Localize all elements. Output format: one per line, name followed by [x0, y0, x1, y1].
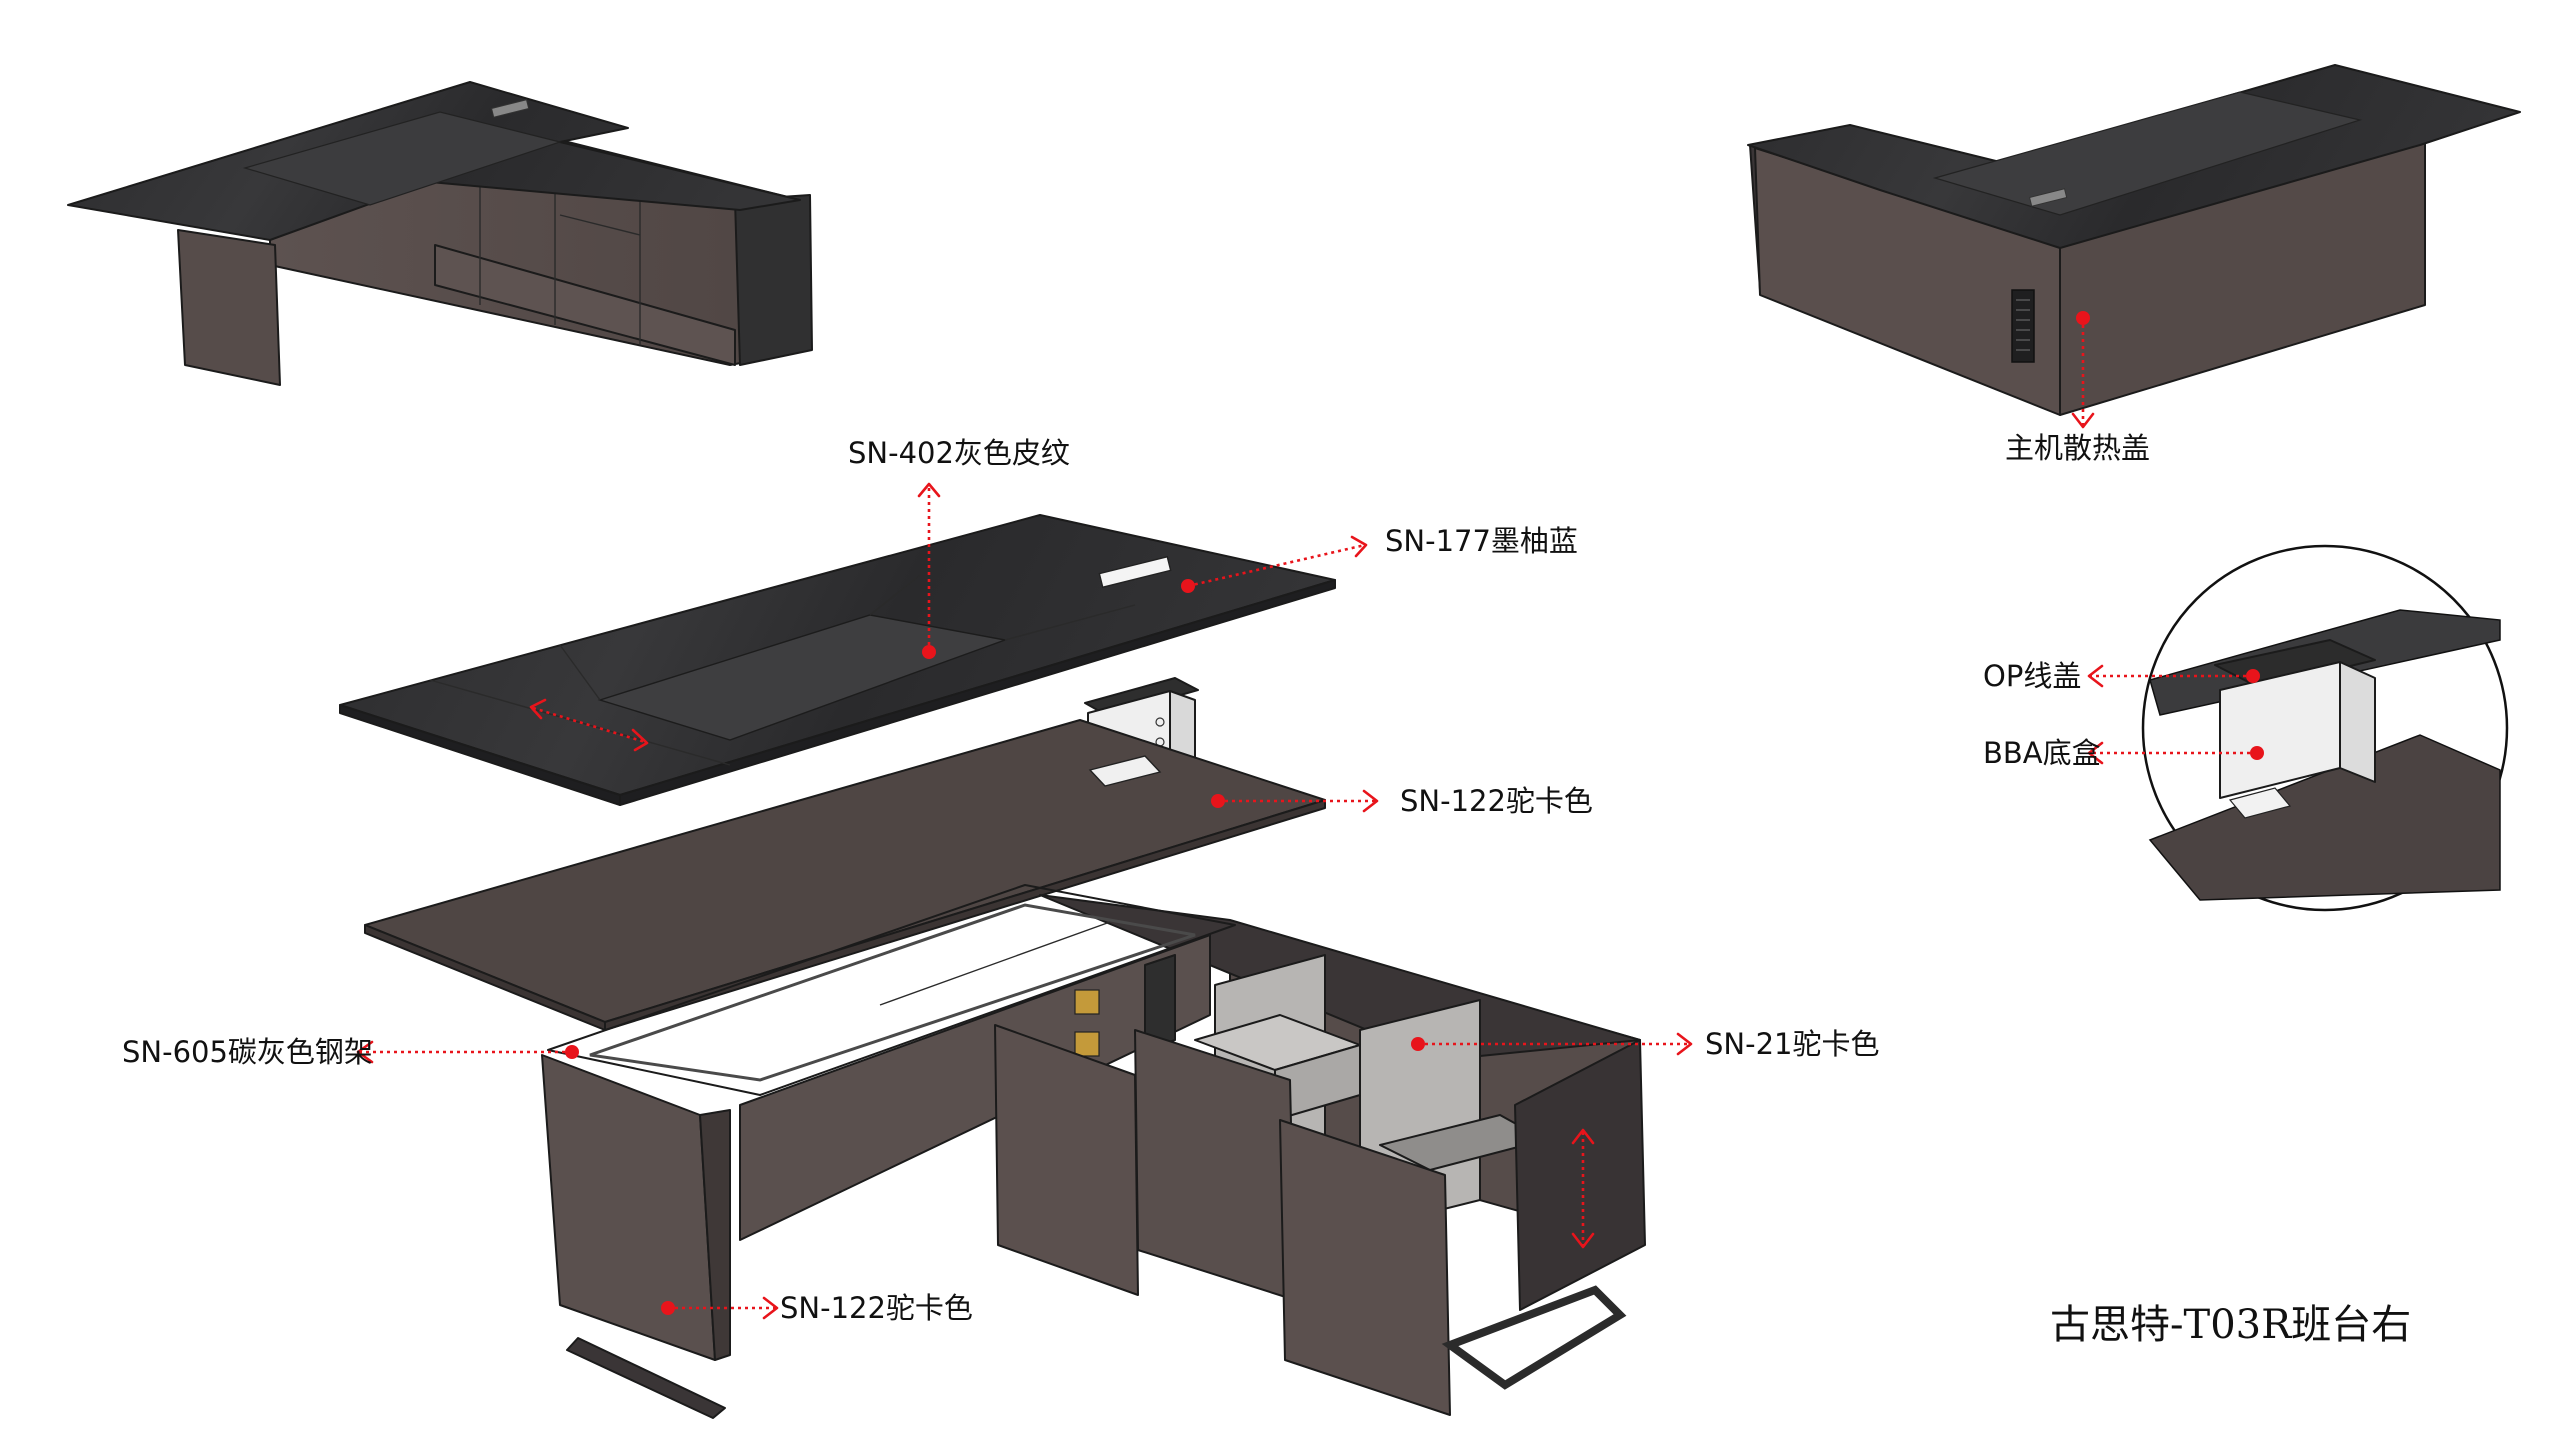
door-panel-3 [1279, 1119, 1451, 1416]
desk-right-cable-port [2028, 188, 2068, 207]
steel-frame [547, 884, 1236, 1096]
left-leg-panel [541, 1054, 716, 1361]
assembled-desk-left-view [67, 81, 813, 386]
label-steel-frame: SN-605碳灰色钢架 [122, 1035, 373, 1069]
label-host-vent: 主机散热盖 [2005, 431, 2150, 465]
wire-duct [1144, 954, 1176, 1051]
label-cabinet-camel: SN-21驼卡色 [1705, 1027, 1879, 1061]
label-leg-camel: SN-122驼卡色 [780, 1291, 973, 1325]
label-panel-camel: SN-122驼卡色 [1400, 784, 1593, 818]
right-end-panel [1514, 1039, 1646, 1311]
exploded-brown-panel [364, 719, 1326, 1031]
sled-base [1441, 1285, 1627, 1390]
desk-left-cable-port [490, 99, 530, 118]
desk-left-leg [177, 229, 281, 386]
brown-panel-grommet-hole [1088, 755, 1162, 787]
label-top-leather: SN-402灰色皮纹 [848, 436, 1070, 470]
detail-callout-circle [2141, 544, 2509, 912]
assembled-desk-right-view [1747, 64, 2521, 416]
desk-left-cabinet-front [434, 244, 736, 366]
door-panel-1 [994, 1024, 1139, 1296]
desk-left-leather-inlay [242, 111, 563, 206]
desk-left-endpanel-dark [734, 194, 813, 366]
leg-foot-bar [566, 1337, 726, 1419]
product-title: 古思特-T03R班台右 [2050, 1302, 2411, 1348]
label-bba-box: BBA底盒 [1983, 736, 2101, 770]
exploded-veneer-top [339, 514, 1336, 806]
desk-right-leather-inlay [1932, 91, 2363, 216]
label-top-veneer: SN-177墨柚蓝 [1385, 524, 1578, 558]
label-op-cover: OP线盖 [1983, 659, 2081, 693]
exploded-desk-body [541, 884, 1646, 1419]
power-sockets [1074, 989, 1100, 1057]
steel-frame-inner [589, 903, 1196, 1082]
veneer-top-cable-cutout [1098, 555, 1172, 589]
leader-lines [356, 311, 2264, 1320]
host-vent-cover [2011, 289, 2035, 363]
